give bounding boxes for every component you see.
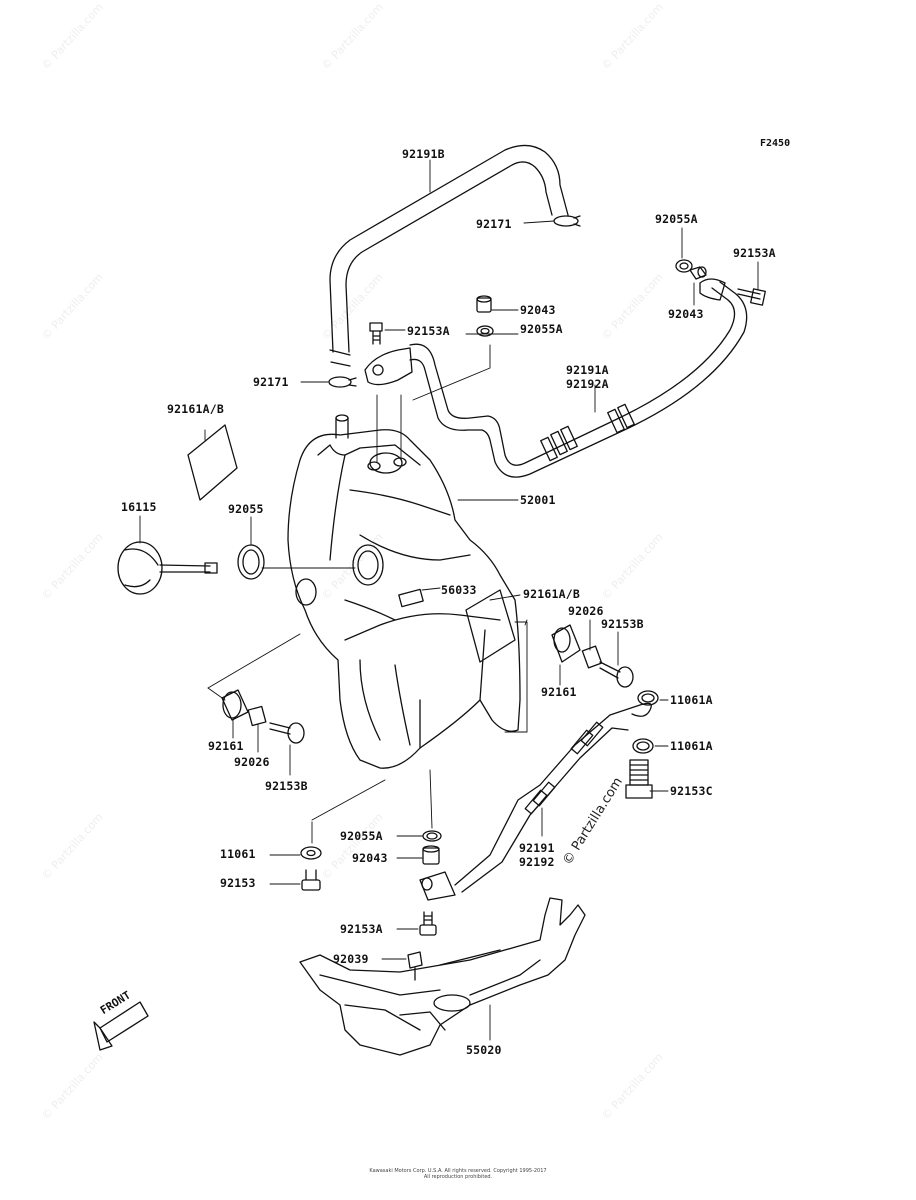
part-label-92039[interactable]: 92039 <box>333 952 369 966</box>
collar-92043-top-right <box>689 266 707 280</box>
part-label-92192[interactable]: 92192 <box>519 855 555 869</box>
part-label-92043-top-right[interactable]: 92043 <box>668 307 704 321</box>
part-label-92191[interactable]: 92191 <box>519 841 555 855</box>
part-label-92043-top[interactable]: 92043 <box>520 303 556 317</box>
part-label-92153c[interactable]: 92153C <box>670 784 713 798</box>
part-label-11061a-lower[interactable]: 11061A <box>670 739 713 753</box>
part-label-92171-top[interactable]: 92171 <box>476 217 512 231</box>
part-label-92191a[interactable]: 92191A <box>566 363 609 377</box>
washer-11061-bottom <box>300 846 322 860</box>
part-label-92055a-bottom[interactable]: 92055A <box>340 829 383 843</box>
part-label-92192a[interactable]: 92192A <box>566 377 609 391</box>
washer-92055a-top-right <box>675 259 693 273</box>
bolt-92153a-bottom <box>419 911 437 936</box>
part-label-92153[interactable]: 92153 <box>220 876 256 890</box>
pad-92161ab-left <box>187 424 238 501</box>
copyright-footer: Kawasaki Motors Corp. U.S.A. All rights … <box>250 1168 666 1180</box>
collar-92026-left <box>247 705 267 727</box>
part-label-92055[interactable]: 92055 <box>228 502 264 516</box>
part-label-92153a-top[interactable]: 92153A <box>407 324 450 338</box>
guard-55020 <box>299 897 586 1056</box>
part-label-92026-left[interactable]: 92026 <box>234 755 270 769</box>
part-label-56033[interactable]: 56033 <box>441 583 477 597</box>
part-label-55020[interactable]: 55020 <box>466 1043 502 1057</box>
fuel-cap-16115 <box>117 541 218 595</box>
front-arrow-icon <box>93 1001 149 1051</box>
part-label-92026-right[interactable]: 92026 <box>568 604 604 618</box>
gasket-92055 <box>237 544 265 580</box>
footer-line-2: All reproduction prohibited. <box>423 1174 493 1180</box>
collar-92043-bottom <box>422 845 440 865</box>
part-label-92153a-top-right[interactable]: 92153A <box>733 246 776 260</box>
fuel-tank-52001 <box>287 429 521 769</box>
bolt-92153b-right <box>599 661 634 688</box>
washer-11061a-lower <box>632 738 654 754</box>
part-label-92161ab-left[interactable]: 92161A/B <box>167 402 224 416</box>
damper-92161-left <box>221 689 249 721</box>
clip-92171-top <box>553 215 581 227</box>
fuel-hose-92191 <box>419 702 652 901</box>
figure-code: F2450 <box>760 138 791 149</box>
pad-92161ab-right <box>465 589 516 663</box>
banjo-bolt-92153c <box>625 759 653 799</box>
part-label-92161-left[interactable]: 92161 <box>208 739 244 753</box>
washer-92055a-bottom <box>422 830 442 842</box>
part-label-16115[interactable]: 16115 <box>121 500 157 514</box>
bolt-92153-bottom <box>301 869 321 891</box>
part-label-92161-right[interactable]: 92161 <box>541 685 577 699</box>
part-label-92055a-top[interactable]: 92055A <box>520 322 563 336</box>
damper-92161-right <box>551 624 581 663</box>
part-label-92161ab-right[interactable]: 92161A/B <box>523 587 580 601</box>
bolt-92153a-top <box>369 322 383 345</box>
part-label-92043-bottom[interactable]: 92043 <box>352 851 388 865</box>
clip-92171-mid <box>328 376 357 388</box>
part-label-92153a-bottom[interactable]: 92153A <box>340 922 383 936</box>
collar-92026-right <box>581 645 603 669</box>
washer-92055a-top <box>476 325 494 337</box>
part-label-52001[interactable]: 52001 <box>520 493 556 507</box>
label-56033 <box>398 588 424 608</box>
footer-line-1: Kawasaki Motors Corp. U.S.A. All rights … <box>369 1168 547 1174</box>
part-label-92153b-left[interactable]: 92153B <box>265 779 308 793</box>
leader-lines <box>139 159 759 1041</box>
hose-fitting-top <box>364 347 413 386</box>
bolt-92153b-left <box>269 722 305 744</box>
part-label-92191b[interactable]: 92191B <box>402 147 445 161</box>
part-label-11061[interactable]: 11061 <box>220 847 256 861</box>
grommet-92039 <box>407 951 423 981</box>
bolt-92153a-top-right <box>737 288 766 306</box>
part-label-92171-mid[interactable]: 92171 <box>253 375 289 389</box>
fuel-hose-92191a <box>409 278 748 478</box>
washer-11061a-upper <box>637 690 659 706</box>
part-label-92055a-top-right[interactable]: 92055A <box>655 212 698 226</box>
part-label-11061a-upper[interactable]: 11061A <box>670 693 713 707</box>
vent-hose-92191b <box>329 144 569 367</box>
part-label-92153b-right[interactable]: 92153B <box>601 617 644 631</box>
collar-92043-top <box>476 295 492 313</box>
